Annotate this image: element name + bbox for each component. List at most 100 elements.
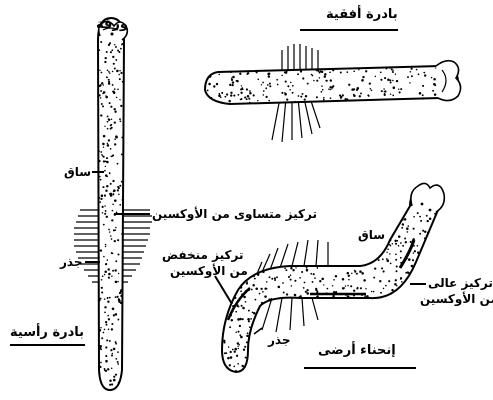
stipple-dot: [230, 356, 233, 359]
stipple-dot: [109, 102, 111, 104]
stipple-dot: [254, 278, 256, 280]
stipple-dot: [111, 383, 113, 385]
stipple-dot: [122, 199, 124, 201]
stipple-dot: [386, 68, 388, 70]
stipple-dot: [109, 380, 112, 383]
stipple-dot: [112, 210, 114, 212]
stipple-dot: [261, 302, 263, 304]
stipple-dot: [271, 278, 273, 280]
stipple-dot: [347, 272, 350, 275]
stipple-dot: [342, 94, 344, 96]
stipple-dot: [100, 97, 102, 99]
stipple-dot: [234, 348, 237, 351]
vertical-seedling-title: بادرة رأسية: [10, 326, 84, 340]
stipple-dot: [107, 259, 109, 261]
stipple-dot: [103, 146, 104, 147]
stipple-dot: [389, 239, 391, 241]
stipple-dot: [108, 79, 110, 81]
stipple-dot: [115, 374, 117, 376]
stipple-dot: [119, 78, 121, 80]
stipple-dot: [107, 144, 110, 147]
stipple-dot: [244, 346, 246, 348]
stipple-dot: [393, 86, 396, 89]
stipple-dot: [115, 296, 117, 298]
stipple-dot: [104, 368, 106, 370]
stipple-dot: [229, 326, 231, 328]
low-auxin-label-line2: من الأوكسين: [170, 264, 248, 278]
stipple-dot: [395, 73, 396, 74]
stipple-dot: [119, 185, 121, 187]
stipple-dot: [121, 181, 123, 183]
stipple-dot: [242, 307, 245, 310]
stipple-dot: [378, 259, 380, 261]
stipple-dot: [106, 175, 108, 177]
stipple-dot: [228, 100, 230, 102]
stipple-dot: [383, 270, 385, 272]
stipple-dot: [290, 275, 292, 277]
stipple-dot: [112, 180, 114, 182]
stipple-dot: [102, 275, 104, 277]
stipple-dot: [278, 286, 281, 289]
stipple-dot: [101, 82, 103, 84]
stipple-dot: [370, 88, 371, 89]
stipple-dot: [103, 84, 104, 85]
stipple-dot: [248, 98, 250, 100]
stipple-dot: [109, 340, 111, 342]
stipple-dot: [267, 84, 269, 86]
stipple-dot: [100, 362, 102, 364]
stipple-dot: [115, 59, 117, 61]
stipple-dot: [292, 85, 294, 87]
stipple-dot: [247, 72, 249, 74]
stipple-dot: [111, 238, 113, 240]
stipple-dot: [232, 76, 235, 79]
stipple-dot: [269, 276, 271, 278]
stipple-dot: [237, 331, 239, 333]
stipple-dot: [227, 357, 230, 360]
stipple-dot: [369, 82, 371, 84]
stipple-dot: [241, 305, 243, 307]
stipple-dot: [239, 73, 241, 75]
gravitropic-stem-label: ساق: [358, 228, 385, 242]
stipple-dot: [297, 297, 299, 299]
stipple-dot: [117, 351, 119, 353]
stipple-dot: [117, 189, 119, 191]
stipple-dot: [105, 57, 107, 59]
stipple-dot: [112, 56, 114, 58]
stipple-dot: [238, 306, 240, 308]
stipple-dot: [108, 273, 111, 276]
stipple-dot: [251, 323, 253, 325]
stipple-dot: [249, 326, 251, 328]
stipple-dot: [100, 327, 101, 328]
stipple-dot: [104, 298, 106, 300]
stipple-dot: [294, 294, 297, 297]
stipple-dot: [121, 233, 123, 235]
stipple-dot: [102, 143, 105, 146]
stipple-dot: [232, 84, 234, 86]
stipple-dot: [347, 295, 349, 297]
stipple-dot: [242, 89, 243, 90]
stipple-dot: [112, 270, 114, 272]
stipple-dot: [387, 248, 389, 250]
stipple-dot: [119, 292, 121, 294]
stipple-dot: [121, 153, 123, 155]
stipple-dot: [104, 306, 106, 308]
stipple-dot: [326, 80, 328, 82]
gravitropic-root-label: جذر: [268, 333, 291, 347]
stipple-dot: [330, 79, 332, 81]
stipple-dot: [107, 115, 109, 117]
stipple-dot: [99, 347, 101, 349]
stipple-dot: [311, 74, 313, 76]
stipple-dot: [257, 273, 259, 275]
stipple-dot: [117, 50, 119, 52]
stipple-dot: [110, 183, 112, 185]
stipple-dot: [107, 301, 109, 303]
stipple-dot: [116, 97, 118, 99]
stipple-dot: [327, 288, 329, 290]
stipple-dot: [423, 72, 425, 74]
stipple-dot: [268, 298, 270, 300]
stipple-dot: [417, 245, 419, 247]
stipple-dot: [314, 277, 316, 279]
stipple-dot: [359, 270, 362, 273]
stipple-dot: [408, 258, 411, 261]
stipple-dot: [108, 277, 110, 279]
